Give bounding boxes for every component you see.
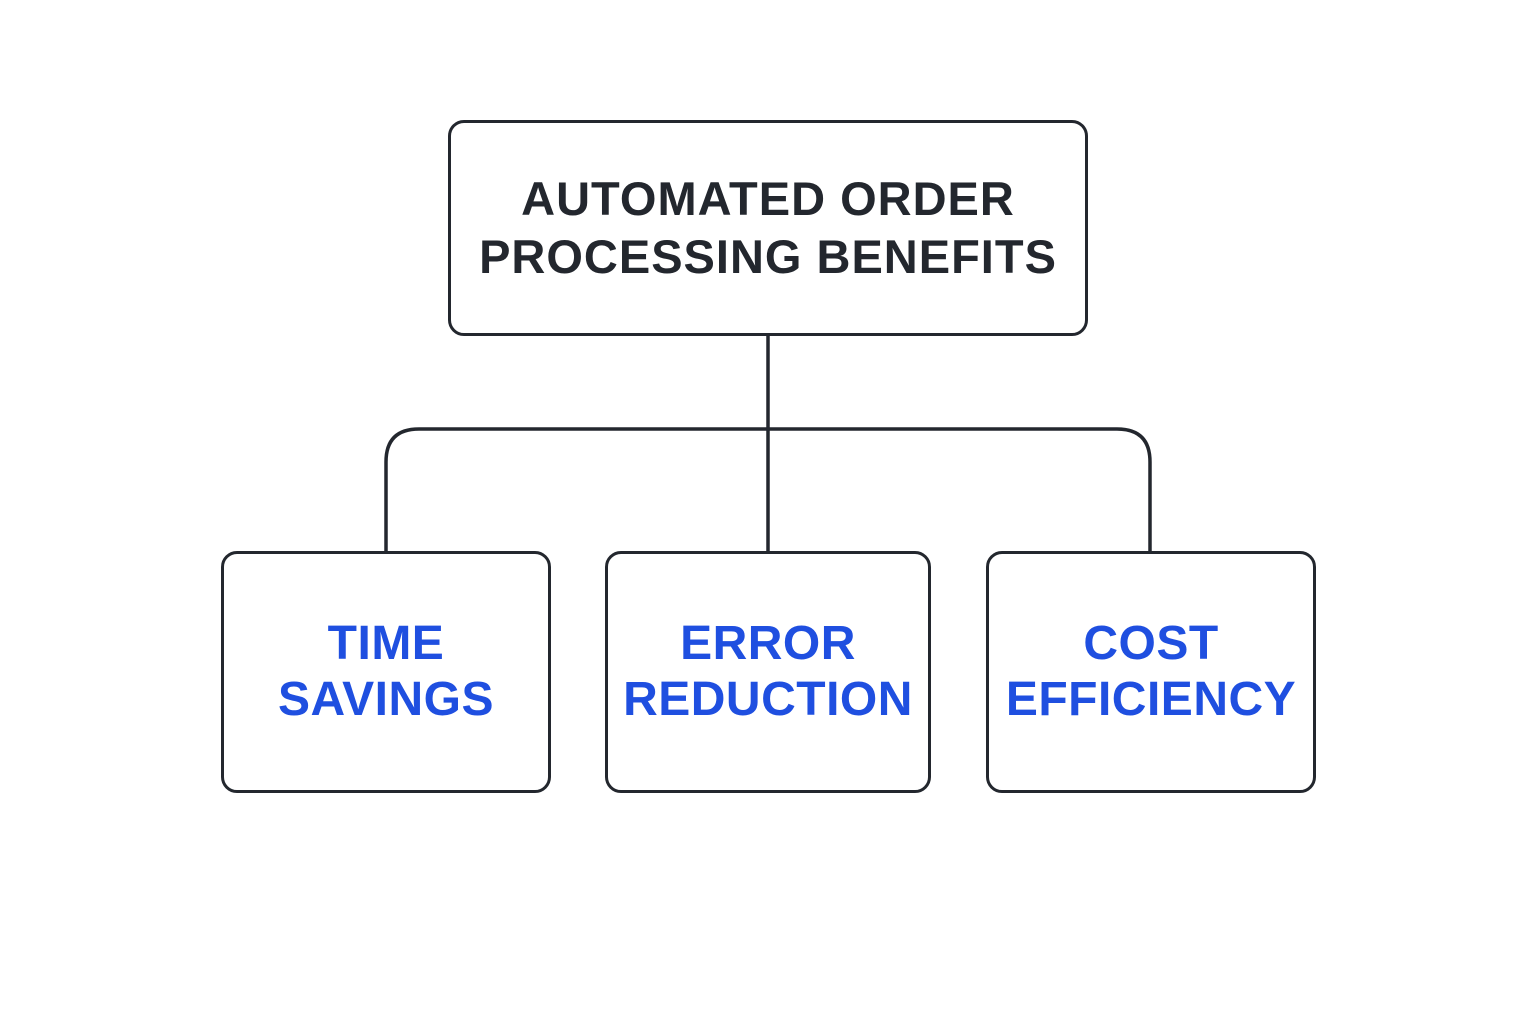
root-label-line-2: PROCESSING BENEFITS xyxy=(479,230,1057,283)
child-node-time-savings: TIME SAVINGS xyxy=(221,551,551,793)
child-node-label: TIME SAVINGS xyxy=(278,616,494,728)
child-label-line-1: COST xyxy=(1083,617,1219,670)
connector-branch-right xyxy=(766,427,1152,555)
root-node: AUTOMATED ORDER PROCESSING BENEFITS xyxy=(448,120,1088,336)
child-node-cost-efficiency: COST EFFICIENCY xyxy=(986,551,1316,793)
child-label-line-1: ERROR xyxy=(680,617,856,670)
root-label-line-1: AUTOMATED ORDER xyxy=(521,172,1015,225)
child-label-line-2: SAVINGS xyxy=(278,673,494,726)
child-label-line-2: REDUCTION xyxy=(623,673,913,726)
child-node-label: ERROR REDUCTION xyxy=(623,616,913,728)
root-node-label: AUTOMATED ORDER PROCESSING BENEFITS xyxy=(479,170,1057,286)
child-node-error-reduction: ERROR REDUCTION xyxy=(605,551,931,793)
connector-branch-left xyxy=(384,427,770,555)
child-label-line-1: TIME xyxy=(327,617,445,670)
child-label-line-2: EFFICIENCY xyxy=(1005,673,1297,726)
child-node-label: COST EFFICIENCY xyxy=(1006,616,1296,728)
